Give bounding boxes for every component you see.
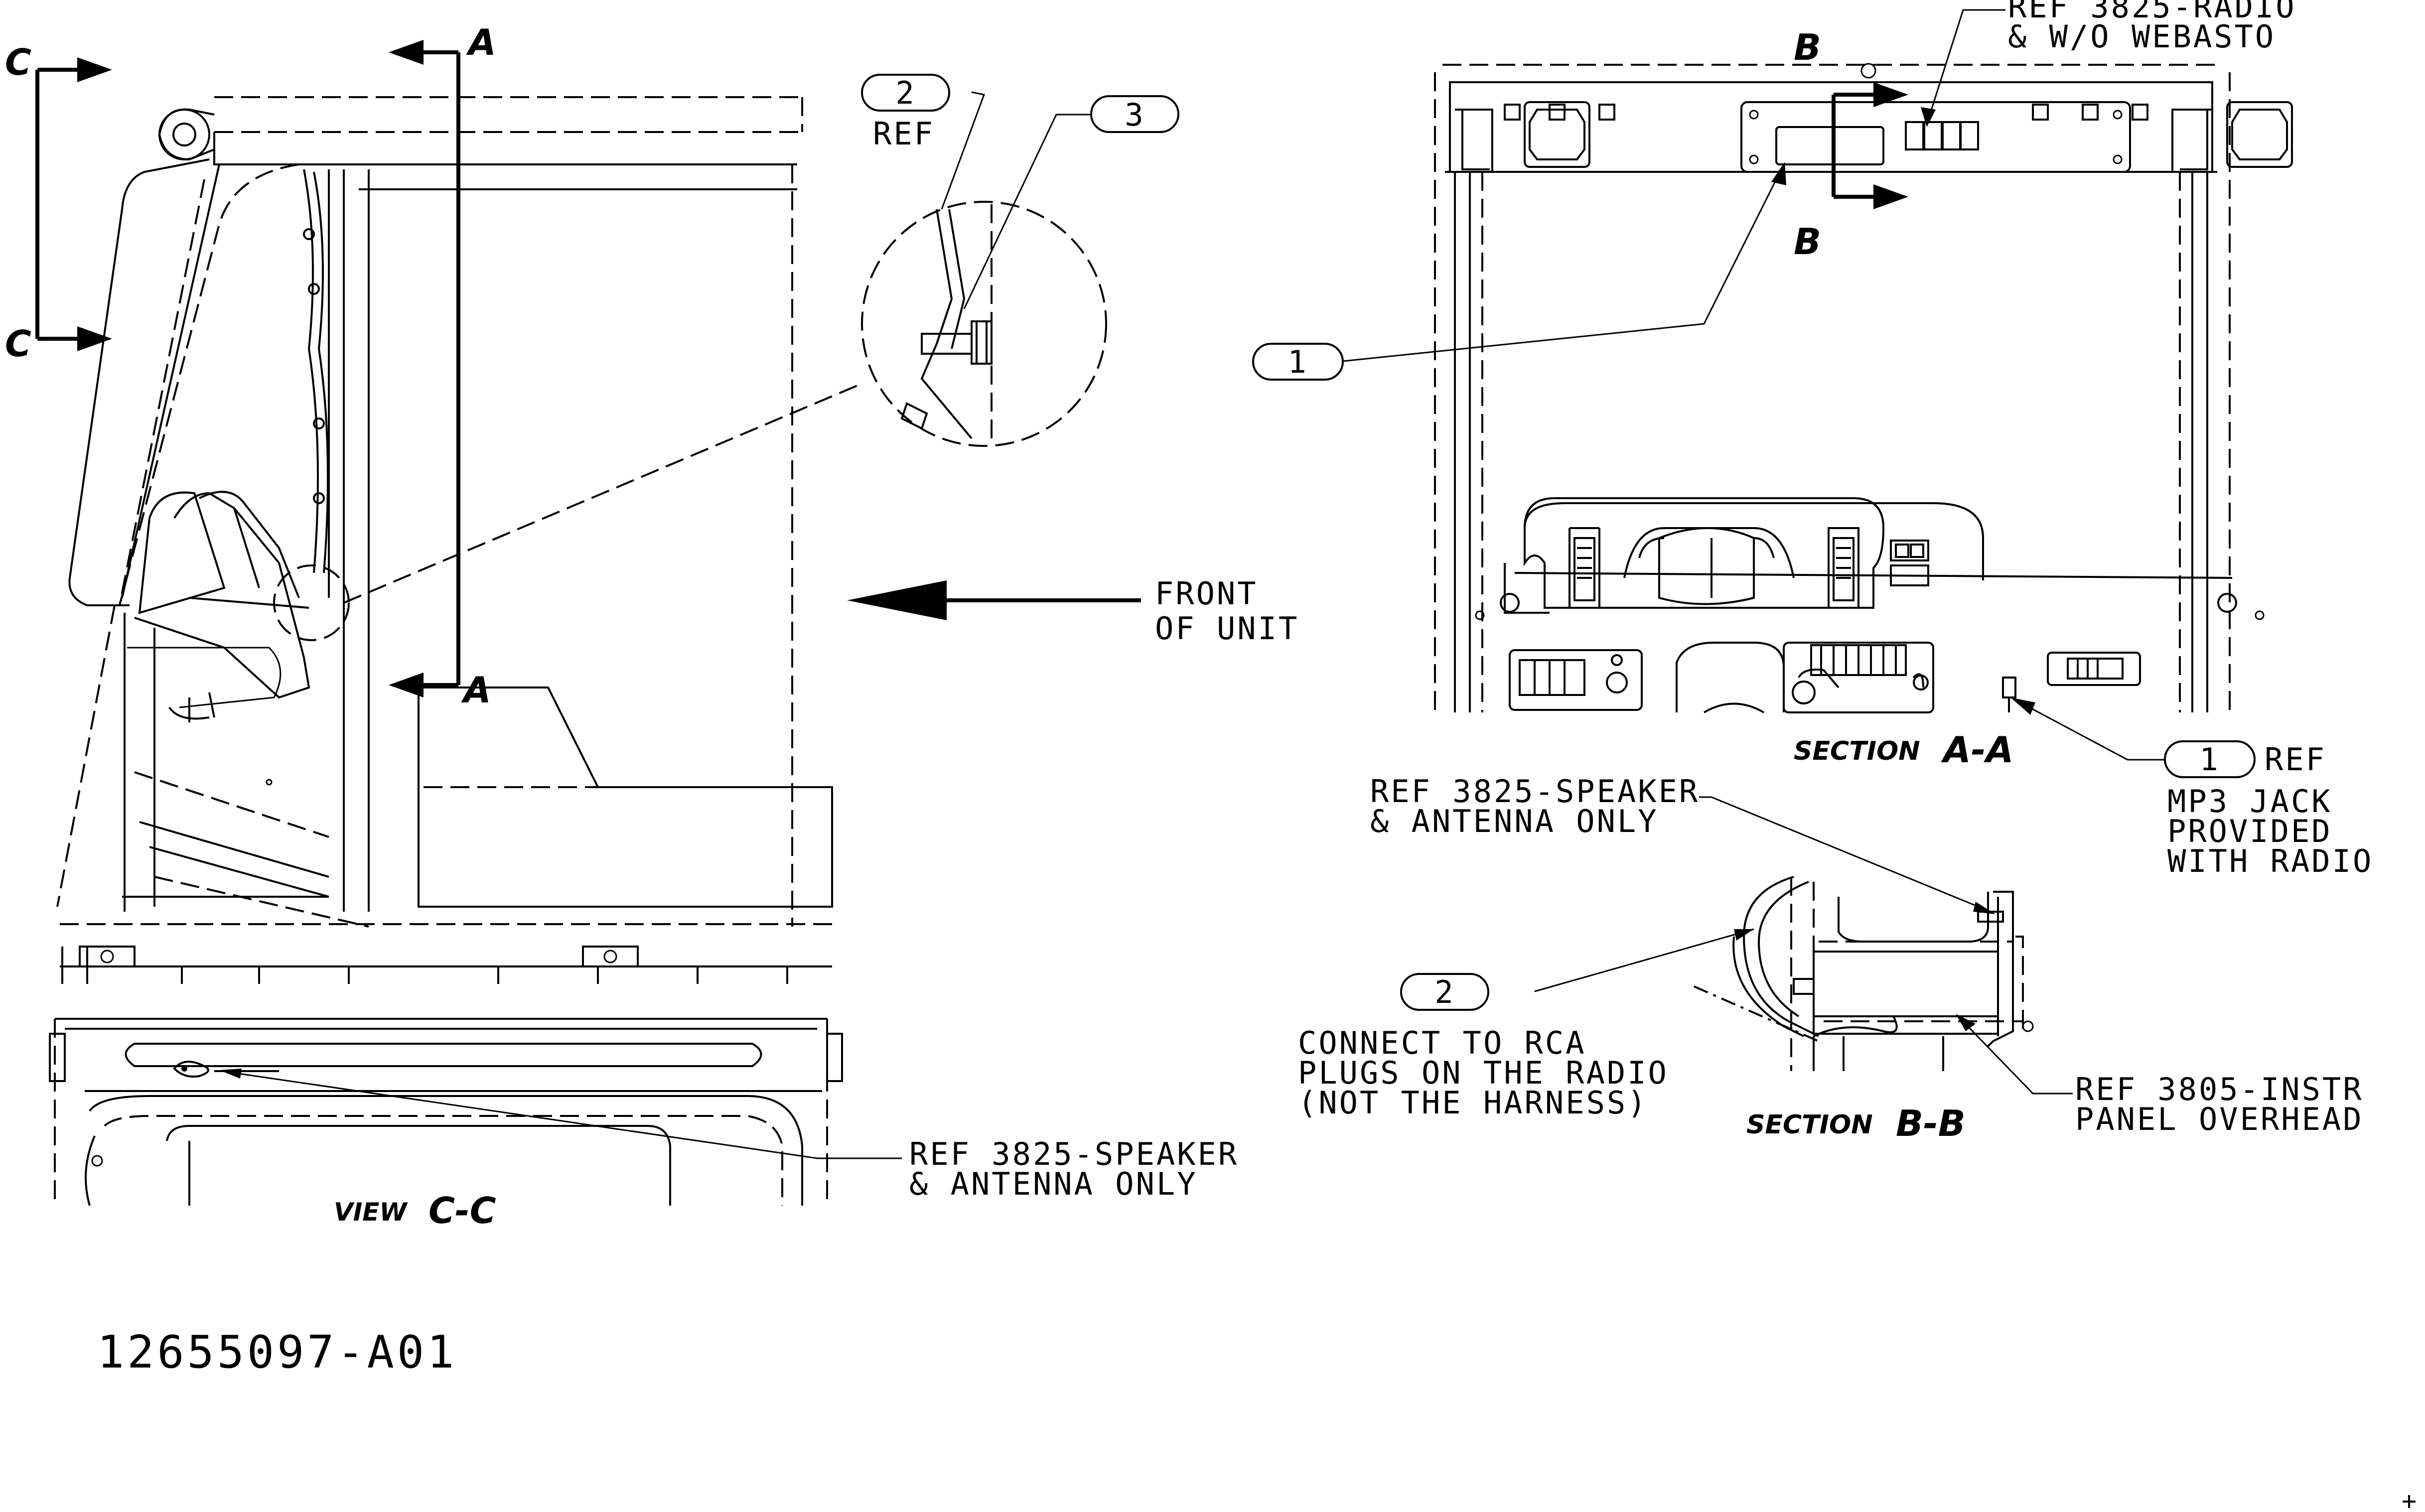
ref-speaker-cc-line1: REF 3825-SPEAKER — [909, 1136, 1239, 1172]
section-line-c: C C — [5, 41, 112, 365]
mp3-jack-line3: WITH RADIO — [2167, 843, 2373, 879]
section-aa-word: SECTION — [1794, 736, 1920, 766]
corner-mark: + — [2402, 1487, 2417, 1512]
section-a-top-letter: A — [466, 21, 496, 63]
ref-instr-line1: REF 3805-INSTR — [2075, 1071, 2364, 1107]
right-speaker — [2226, 101, 2293, 168]
part-number: 12655097-A01 — [97, 1326, 457, 1378]
lower-consoles — [1509, 642, 2141, 713]
section-bb — [1694, 876, 2034, 1071]
balloon-2-ref-text: REF — [873, 116, 935, 152]
front-of-unit-indicator: FRONT OF UNIT — [847, 575, 1299, 647]
ref-speaker-bb-line2: & ANTENNA ONLY — [1370, 803, 1659, 839]
overhead-console — [134, 491, 310, 699]
side-view — [56, 96, 862, 984]
balloon-2-number: 2 — [895, 75, 916, 111]
balloon-3-number: 3 — [1125, 97, 1145, 133]
connect-rca-line2: PLUGS ON THE RADIO — [1298, 1055, 1669, 1091]
section-bb-title: SECTION B-B — [1746, 1102, 1966, 1144]
mp3-jack-line1: MP3 JACK — [2167, 783, 2332, 820]
ref-instr-line2: PANEL OVERHEAD — [2075, 1101, 2364, 1137]
section-aa-title: SECTION A-A — [1794, 729, 2013, 771]
section-b-top-letter: B — [1794, 26, 1821, 68]
roof-hinge — [158, 108, 215, 161]
balloon-1-mp3-number: 1 — [2199, 741, 2220, 778]
balloon-1-aa: 1 — [1252, 162, 1786, 381]
left-speaker — [1524, 101, 1590, 168]
balloon-3: 3 — [1090, 95, 1179, 133]
ref-radio-line2: & W/O WEBASTO — [2008, 18, 2276, 55]
balloon-1-mp3-ref: REF — [2265, 741, 2326, 778]
balloon-2-bb: 2 — [1400, 973, 1489, 1011]
connect-rca-line1: CONNECT TO RCA — [1298, 1025, 1586, 1061]
ref-speaker-bb-line1: REF 3825-SPEAKER — [1370, 773, 1700, 810]
dashboard — [1475, 497, 2265, 620]
front-label-line2: OF UNIT — [1155, 610, 1299, 647]
section-bb-letters: B-B — [1896, 1102, 1966, 1144]
section-aa — [1434, 9, 2293, 713]
section-line-b: B B — [1794, 26, 1908, 263]
balloon-1-mp3: 1 REF — [2010, 697, 2326, 778]
section-c-bottom-letter: C — [5, 323, 31, 365]
view-cc-word: VIEW — [334, 1198, 408, 1227]
view-cc-title: VIEW C-C — [334, 1190, 496, 1232]
section-c-top-letter: C — [5, 41, 31, 83]
section-b-bottom-letter: B — [1794, 221, 1821, 263]
section-line-a: A A — [389, 21, 496, 711]
section-bb-word: SECTION — [1746, 1110, 1873, 1140]
connect-rca-line3: (NOT THE HARNESS) — [1298, 1085, 1648, 1121]
overhead-radio-panel — [1740, 101, 2131, 173]
mp3-jack-line2: PROVIDED — [2167, 813, 2332, 849]
balloon-2-ref: 2 REF — [861, 74, 950, 152]
detail-view — [861, 91, 1107, 447]
front-label-line1: FRONT — [1155, 575, 1258, 612]
view-cc — [49, 1018, 902, 1206]
section-aa-letters: A-A — [1941, 729, 2013, 771]
view-cc-letters: C-C — [428, 1190, 496, 1232]
section-a-bottom-letter: A — [461, 669, 491, 711]
ref-speaker-cc-line2: & ANTENNA ONLY — [909, 1166, 1198, 1202]
balloon-2-bb-number: 2 — [1434, 974, 1455, 1010]
balloon-1-aa-number: 1 — [1287, 344, 1308, 380]
ref-radio-line1: REF 3825-RADIO — [2008, 0, 2296, 25]
